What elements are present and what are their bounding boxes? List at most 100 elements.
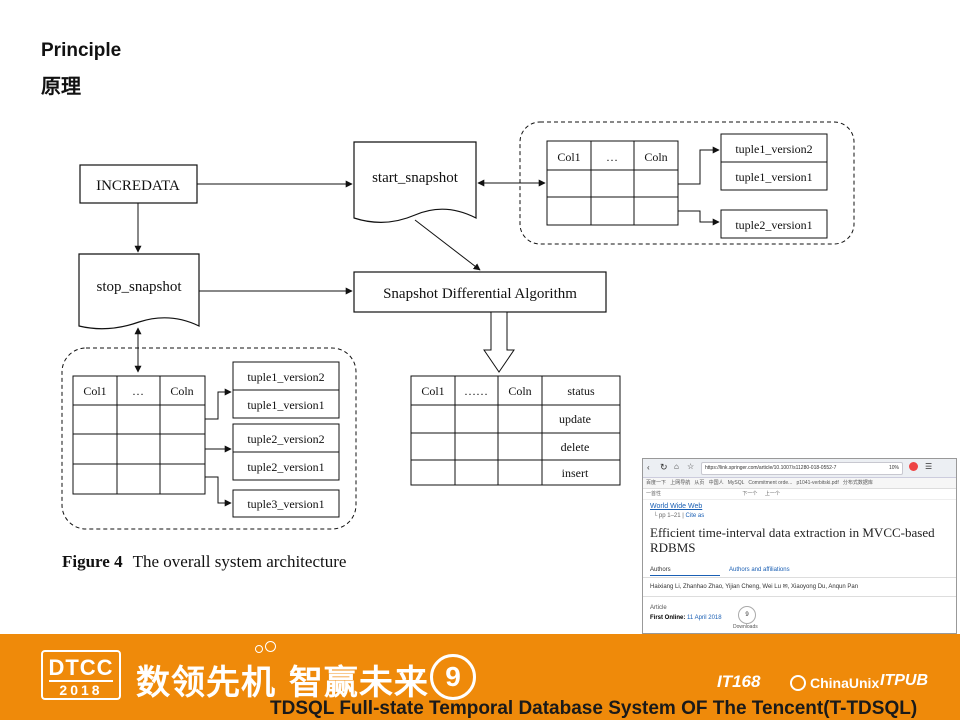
browser-logo-icon[interactable] xyxy=(909,462,918,471)
downloads-count: 9 xyxy=(738,606,756,624)
cite-link[interactable]: Cite as xyxy=(685,513,705,519)
bookmarks-bar: 百度一下 上网导航 从页 中国人 MySQL Commitment orde..… xyxy=(643,478,956,489)
version-label: tuple2_version1 xyxy=(735,218,812,232)
find-text: 一首性 xyxy=(646,491,662,497)
article-title: Efficient time-interval data extraction … xyxy=(650,525,935,555)
top-table-header: Col1 xyxy=(557,150,580,164)
first-online: First Online: 11 April 2018 xyxy=(650,615,722,621)
result-header: Col1 xyxy=(421,384,444,398)
dtcc-logo-text: DTCC xyxy=(48,655,114,680)
reload-icon[interactable]: ↻ xyxy=(660,462,668,472)
bottom-table-header: Coln xyxy=(170,384,193,398)
bottom-version-chain-1: tuple1_version2 tuple1_version1 xyxy=(232,361,340,419)
footer-title: TDSQL Full-state Temporal Database Syste… xyxy=(270,698,918,719)
dtcc-logo-bar xyxy=(49,680,113,682)
bottom-version-chain-2: tuple2_version2 tuple2_version1 xyxy=(232,423,340,481)
result-header: status xyxy=(567,384,595,398)
journal-link[interactable]: World Wide Web xyxy=(650,503,703,510)
browser-toolbar: ‹ ↻ ⌂ ☆ https://link.springer.com/articl… xyxy=(643,459,956,478)
bottom-table: Col1 … Coln xyxy=(72,375,206,495)
downloads-label: Downloads xyxy=(733,624,758,630)
arrow-brow3-versions xyxy=(205,476,232,507)
bottom-table-header: … xyxy=(132,384,144,398)
bottom-table-header: Col1 xyxy=(83,384,106,398)
tab-underline xyxy=(650,575,720,576)
tab-divider xyxy=(643,577,956,578)
arrow-brow1-versions xyxy=(205,388,232,420)
incredata-box xyxy=(79,164,198,204)
bookmark-item[interactable]: Commitment orde... xyxy=(748,480,793,486)
slogan-circle-icon xyxy=(265,641,276,652)
stop-snapshot-doc xyxy=(78,253,200,330)
hollow-down-arrow xyxy=(483,311,515,373)
menu-icon[interactable]: ☰ xyxy=(925,462,933,471)
top-table: Col1 … Coln xyxy=(546,140,679,226)
article-label: Article xyxy=(650,605,667,611)
result-status: update xyxy=(559,412,591,426)
version-label: tuple2_version2 xyxy=(247,432,324,446)
tab-affiliations[interactable]: Authors and affiliations xyxy=(729,567,790,573)
top-table-header: … xyxy=(606,150,618,164)
result-table: Col1 …… Coln status update delete insert xyxy=(410,375,621,486)
find-next[interactable]: 下一个 xyxy=(742,491,758,497)
sponsor-it168: IT168 xyxy=(717,672,761,691)
bookmark-item[interactable]: p1041-verbitski.pdf xyxy=(796,480,839,486)
heading-en: Principle xyxy=(41,40,122,61)
result-status: delete xyxy=(561,440,590,454)
stop-snapshot-label: stop_snapshot xyxy=(96,279,182,295)
authors-text: Haixiang Li, Zhanhao Zhao, Yijian Cheng,… xyxy=(650,584,781,590)
version-label: tuple1_version1 xyxy=(735,170,812,184)
pages-info: └ pp 1–21 | Cite as xyxy=(653,513,705,519)
bottom-snapshot-group xyxy=(61,347,357,530)
email-icon[interactable]: ✉ xyxy=(782,584,788,590)
dtcc-logo-year: 2018 xyxy=(59,682,103,698)
version-label: tuple1_version2 xyxy=(247,370,324,384)
top-version-chain-2: tuple2_version1 xyxy=(720,209,828,239)
tab-authors[interactable]: Authors xyxy=(650,567,671,573)
zoom-level: 10% xyxy=(888,465,899,471)
start-snapshot-doc xyxy=(353,141,477,223)
bookmark-item[interactable]: 分布式数据库 xyxy=(842,480,873,486)
heading-zh: 原理 xyxy=(41,74,81,98)
result-header: …… xyxy=(464,384,488,398)
chinaunix-logo-icon xyxy=(790,675,806,691)
arrow-row1-versions xyxy=(678,146,720,185)
figure-label: Figure 4 xyxy=(62,552,123,571)
bookmark-icon[interactable]: ☆ xyxy=(687,462,695,471)
algorithm-label: Snapshot Differential Algorithm xyxy=(383,286,577,302)
home-icon[interactable]: ⌂ xyxy=(674,462,679,471)
footer-slogan: 数领先机 智赢未来 xyxy=(136,663,429,703)
pages-text: pp 1–21 xyxy=(658,513,681,519)
sponsor-chinaunix: ChinaUnix xyxy=(810,675,880,691)
find-bar: 一首性 下一个 上一个 xyxy=(643,489,956,500)
dtcc-logo: DTCC 2018 xyxy=(41,650,121,700)
architecture-diagram: INCREDATA start_snapshot stop_snapshot S… xyxy=(61,121,855,530)
slogan-dot-icon xyxy=(255,645,263,653)
top-table-header: Coln xyxy=(644,150,667,164)
version-label: tuple1_version1 xyxy=(247,398,324,412)
find-prev[interactable]: 上一个 xyxy=(764,491,780,497)
algorithm-box xyxy=(353,271,607,313)
bookmark-item[interactable]: 百度一下 xyxy=(646,480,667,486)
authors-line: Haixiang Li, Zhanhao Zhao, Yijian Cheng,… xyxy=(650,583,858,590)
arrow-start-algorithm xyxy=(414,219,481,271)
paper-screenshot: ‹ ↻ ⌂ ☆ https://link.springer.com/articl… xyxy=(642,458,957,634)
back-icon[interactable]: ‹ xyxy=(647,463,650,472)
bookmark-item[interactable]: 中国人 xyxy=(708,480,724,486)
address-bar[interactable]: https://link.springer.com/article/10.100… xyxy=(701,462,903,475)
version-label: tuple1_version2 xyxy=(735,142,812,156)
bookmark-item[interactable]: 上网导航 xyxy=(670,480,691,486)
start-snapshot-label: start_snapshot xyxy=(372,170,459,186)
bookmark-item[interactable]: 从页 xyxy=(694,480,705,486)
sponsor-itpub: ITPUB xyxy=(880,672,928,689)
bottom-version-chain-3: tuple3_version1 xyxy=(232,489,340,518)
authors-more: , Xiaoyong Du, Anqun Pan xyxy=(787,584,859,590)
top-version-chain-1: tuple1_version2 tuple1_version1 xyxy=(720,133,828,191)
authors-divider xyxy=(643,596,956,597)
bookmark-item[interactable]: MySQL xyxy=(727,480,745,486)
incredata-label: INCREDATA xyxy=(96,178,180,194)
first-online-label: First Online: xyxy=(650,615,686,621)
version-label: tuple3_version1 xyxy=(247,497,324,511)
result-status: insert xyxy=(562,466,589,480)
